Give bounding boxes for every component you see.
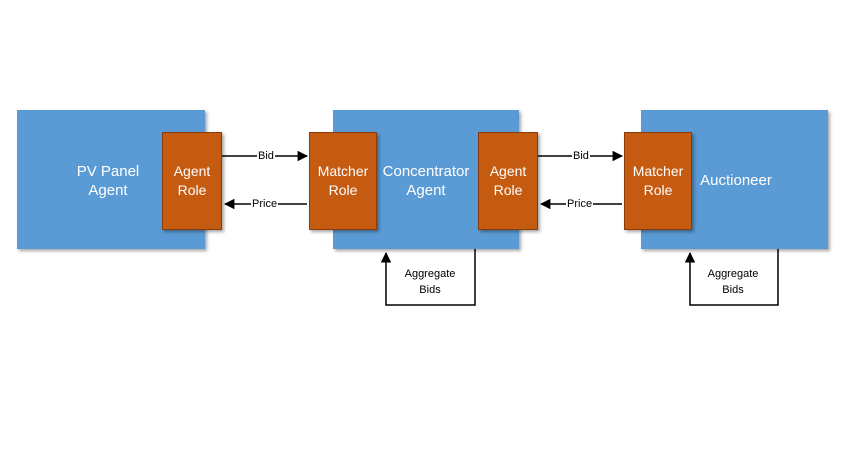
concentrator-agent-label: Concentrator Agent xyxy=(382,163,470,199)
concentrator-agent-role-label: Agent Role xyxy=(489,163,527,198)
pv-panel-agent-label: PV Panel Agent xyxy=(76,163,140,199)
aggregate-bids-loop-auctioneer xyxy=(684,249,779,306)
aggregate-bids-label-concentrator: Aggregate Bids xyxy=(404,268,456,296)
auctioneer-matcher-role-label: Matcher Role xyxy=(632,163,684,198)
bid-label-2: Bid xyxy=(572,150,590,162)
price-label-2: Price xyxy=(566,198,594,210)
pv-agent-role-box: Agent Role xyxy=(162,132,222,230)
aggregate-bids-label-auctioneer: Aggregate Bids xyxy=(707,268,759,296)
concentrator-agent-role-box: Agent Role xyxy=(478,132,538,230)
auctioneer-label: Auctioneer xyxy=(700,172,772,189)
concentrator-matcher-role-label: Matcher Role xyxy=(317,163,369,198)
price-label-1: Price xyxy=(251,198,279,210)
pv-agent-role-label: Agent Role xyxy=(173,163,211,198)
aggregate-bids-loop-concentrator xyxy=(380,249,476,306)
concentrator-matcher-role-box: Matcher Role xyxy=(309,132,377,230)
auctioneer-matcher-role-box: Matcher Role xyxy=(624,132,692,230)
bid-label-1: Bid xyxy=(257,150,275,162)
